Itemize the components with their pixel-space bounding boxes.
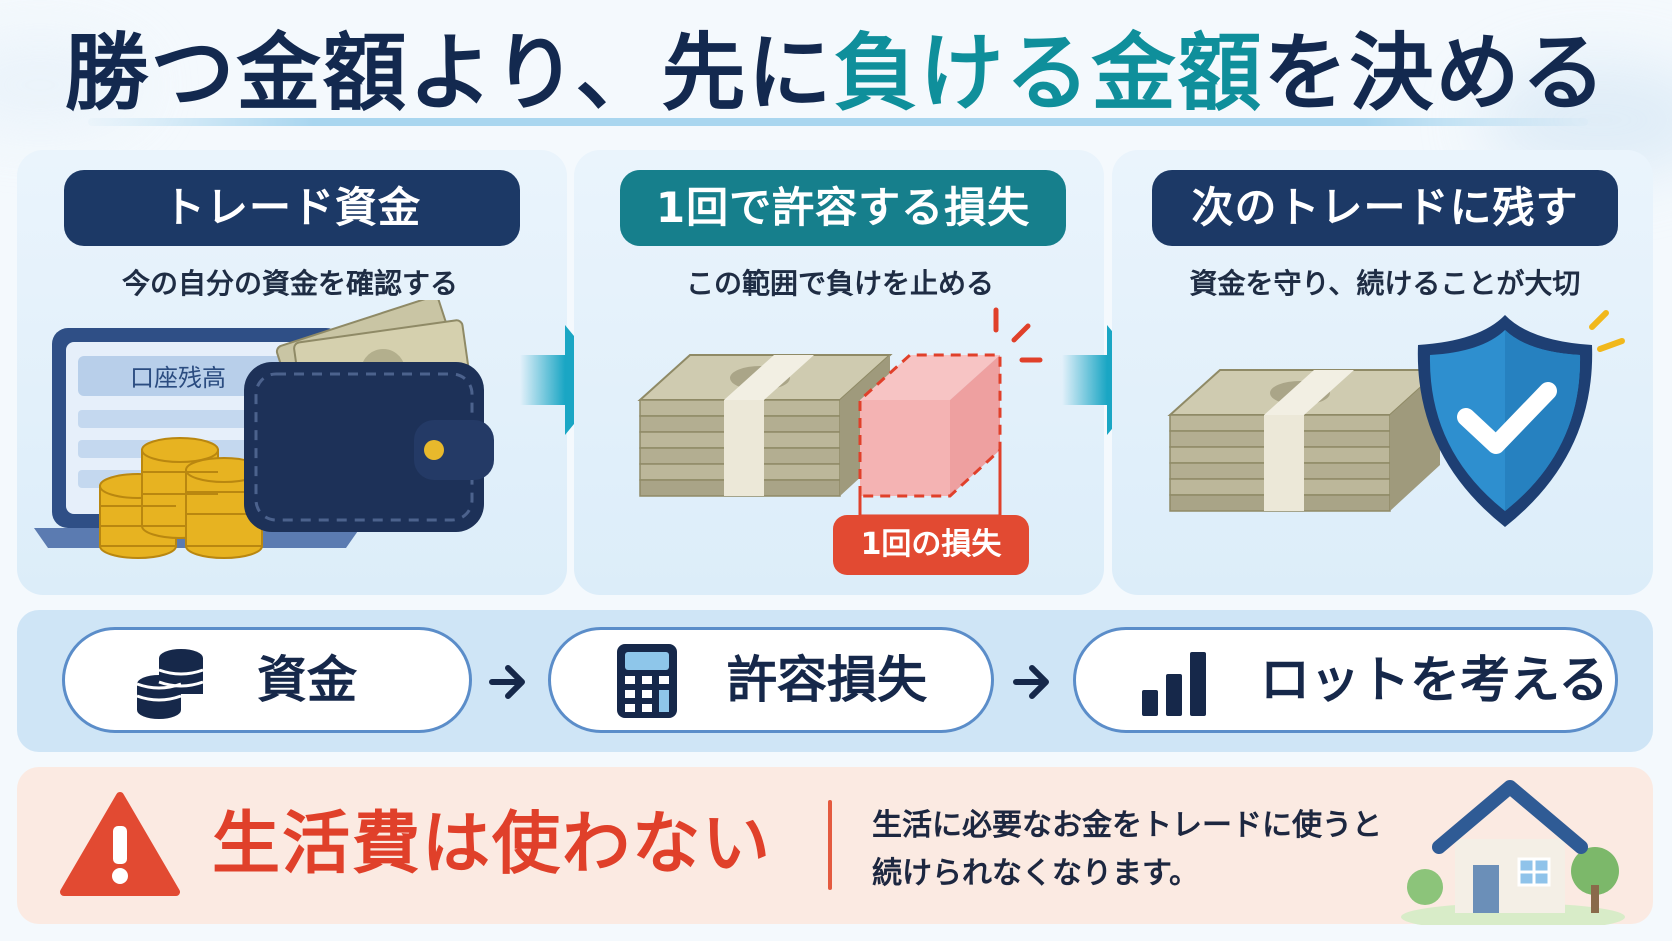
step-description-loss: この範囲で負けを止める bbox=[685, 267, 994, 300]
laptop-wallet-illustration: 口座残高 bbox=[34, 300, 494, 559]
title-underline bbox=[88, 118, 1588, 126]
arrow-right-icon bbox=[489, 665, 525, 699]
step-description-keep: 資金を守り、続けることが大切 bbox=[1189, 267, 1581, 300]
shield-check-icon bbox=[1417, 315, 1593, 527]
flow-label-lot-size: ロットを考える bbox=[1260, 651, 1609, 709]
money-shield-illustration bbox=[1167, 310, 1625, 527]
step-heading-capital: トレード資金 bbox=[64, 170, 520, 246]
loss-tag: 1回の損失 bbox=[833, 515, 1029, 575]
sparkle-icon bbox=[1589, 310, 1625, 352]
flow-chip-allowable-loss: 許容損失 bbox=[548, 627, 994, 733]
bar-chart-icon bbox=[1142, 652, 1206, 716]
account-balance-label: 口座残高 bbox=[130, 364, 226, 392]
step-heading-loss: 1回で許容する損失 bbox=[620, 170, 1066, 246]
loss-portion-highlight bbox=[858, 353, 1002, 530]
flow-chip-capital: 資金 bbox=[62, 627, 472, 733]
warning-divider bbox=[828, 800, 832, 890]
flow-label-capital: 資金 bbox=[257, 651, 357, 709]
warning-title: 生活費は使わない bbox=[212, 805, 773, 884]
warning-icon bbox=[60, 792, 180, 896]
title-accent: 負ける金額 bbox=[833, 24, 1264, 122]
arrow-right-icon bbox=[1013, 665, 1049, 699]
warning-message: 生活に必要なお金をトレードに使うと 続けられなくなります。 bbox=[872, 808, 1382, 891]
flow-label-allowable-loss: 許容損失 bbox=[727, 651, 927, 709]
warning-strip bbox=[17, 767, 1653, 924]
step-heading-keep: 次のトレードに残す bbox=[1152, 170, 1618, 246]
money-stack-loss-illustration bbox=[637, 307, 1043, 530]
step-description-capital: 今の自分の資金を確認する bbox=[121, 267, 458, 300]
page-title: 勝つ金額より、先に負ける金額を決める bbox=[64, 24, 1608, 122]
burst-icon bbox=[993, 307, 1043, 363]
coins-icon bbox=[136, 649, 204, 719]
wallet-icon bbox=[244, 300, 494, 532]
calculator-icon bbox=[617, 644, 677, 718]
cash-stack-icon bbox=[1167, 369, 1443, 512]
house-icon bbox=[1401, 780, 1625, 925]
cash-stack-icon bbox=[637, 354, 893, 497]
flow-chip-lot-size: ロットを考える bbox=[1073, 627, 1618, 733]
